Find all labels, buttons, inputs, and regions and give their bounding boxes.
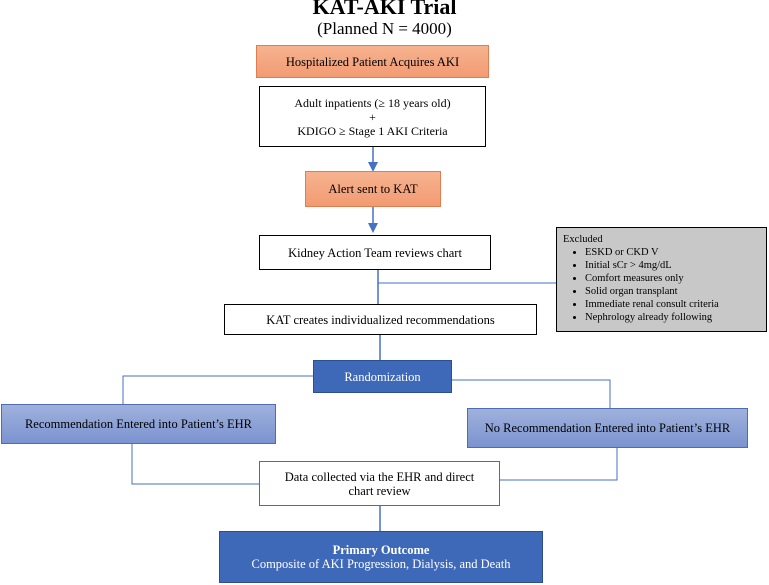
excluded-box: Excluded ESKD or CKD V Initial sCr > 4mg…	[556, 227, 767, 332]
node-data-collection: Data collected via the EHR and direct ch…	[259, 461, 500, 506]
node-primary-outcome-title: Primary Outcome	[332, 543, 430, 557]
node-arm-no-recommendation: No Recommendation Entered into Patient’s…	[467, 408, 748, 448]
node-arm-recommendation-label: Recommendation Entered into Patient’s EH…	[24, 417, 253, 431]
excluded-item: Immediate renal consult criteria	[585, 298, 760, 311]
node-alert-label: Alert sent to KAT	[328, 182, 418, 196]
node-data-collection-label: Data collected via the EHR and direct ch…	[284, 469, 475, 498]
criteria-kdigo-label: KDIGO ≥ Stage 1 AKI Criteria	[297, 123, 448, 138]
excluded-list: ESKD or CKD V Initial sCr > 4mg/dL Comfo…	[563, 246, 760, 324]
excluded-item: ESKD or CKD V	[585, 246, 760, 259]
excluded-item: Comfort measures only	[585, 272, 760, 285]
excluded-item: Nephrology already following	[585, 311, 760, 324]
node-primary-outcome-detail: Composite of AKI Progression, Dialysis, …	[251, 557, 511, 571]
connector-right-to-data	[500, 448, 618, 481]
node-arm-no-recommendation-label: No Recommendation Entered into Patient’s…	[484, 421, 731, 435]
node-randomization: Randomization	[313, 360, 452, 393]
criteria-age-label: Adult inpatients (≥ 18 years old)	[294, 95, 451, 110]
excluded-item: Solid organ transplant	[585, 285, 760, 298]
diagram-title: KAT-AKI Trial	[312, 0, 457, 19]
node-arm-recommendation: Recommendation Entered into Patient’s EH…	[1, 404, 276, 444]
node-recommendations-label: KAT creates individualized recommendatio…	[266, 312, 495, 327]
connector-left-to-data	[131, 444, 259, 485]
node-randomization-label: Randomization	[344, 369, 421, 384]
node-acquires-aki: Hospitalized Patient Acquires AKI	[256, 45, 489, 78]
criteria-plus-label: +	[369, 109, 376, 124]
diagram-subtitle: (Planned N = 4000)	[317, 19, 452, 38]
node-recommendations: KAT creates individualized recommendatio…	[224, 304, 537, 335]
excluded-item: Initial sCr > 4mg/dL	[585, 259, 760, 272]
node-primary-outcome: Primary Outcome Composite of AKI Progres…	[219, 531, 543, 583]
connector-randomization-left	[122, 375, 313, 404]
node-eligibility-criteria: Adult inpatients (≥ 18 years old) + KDIG…	[259, 86, 486, 147]
node-chart-review: Kidney Action Team reviews chart	[259, 235, 491, 270]
connector-randomization-right	[452, 379, 611, 408]
excluded-heading: Excluded	[563, 234, 603, 245]
node-acquires-aki-label: Hospitalized Patient Acquires AKI	[285, 54, 460, 69]
node-chart-review-label: Kidney Action Team reviews chart	[288, 245, 462, 260]
node-alert: Alert sent to KAT	[305, 171, 441, 207]
